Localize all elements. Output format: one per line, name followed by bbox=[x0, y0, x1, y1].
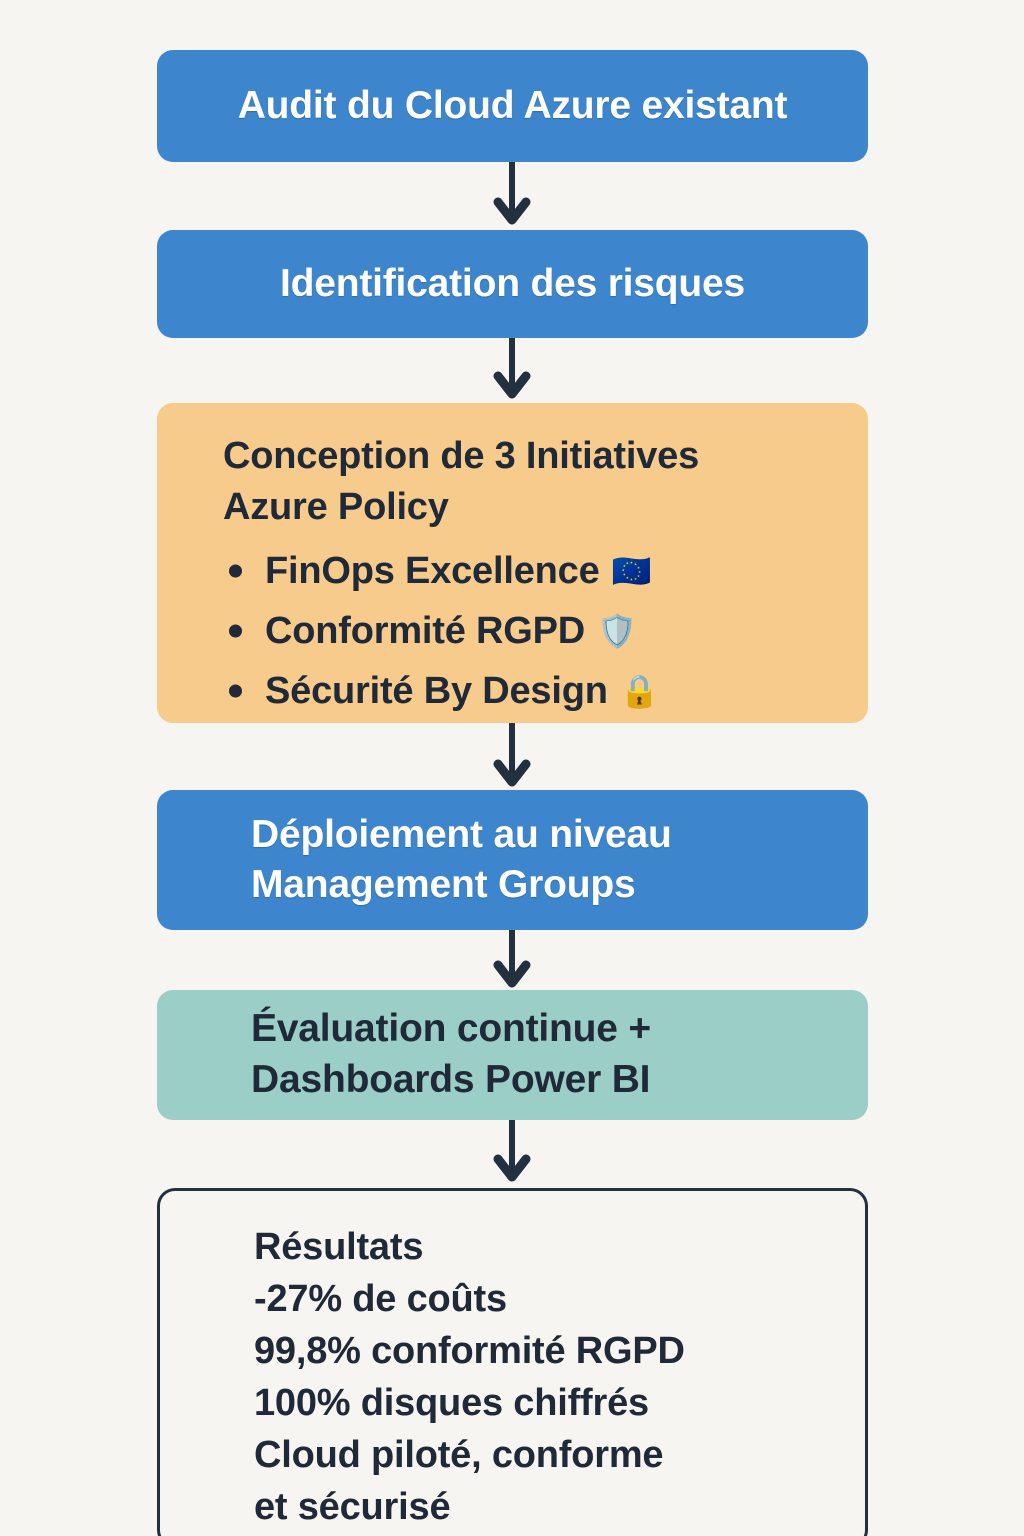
shield-icon: 🛡️ bbox=[597, 613, 637, 650]
flow-node-initiatives-title-line2: Azure Policy bbox=[223, 485, 449, 528]
list-item[interactable]: FinOps Excellence 🇪🇺 bbox=[223, 552, 828, 590]
flow-node-deploy-title-line2: Management Groups bbox=[251, 863, 636, 906]
result-line-disques: 100% disques chiffrés bbox=[254, 1382, 649, 1425]
bullet-label-rgpd: Conformité RGPD bbox=[265, 610, 586, 653]
initiatives-bullet-list: FinOps Excellence 🇪🇺 Conformité RGPD 🛡️ … bbox=[223, 552, 828, 732]
flow-node-risques[interactable]: Identification des risques bbox=[157, 230, 868, 338]
flow-node-deploy[interactable]: Déploiement au niveau Management Groups bbox=[157, 790, 868, 930]
flow-node-deploy-title-line1: Déploiement au niveau bbox=[251, 813, 672, 857]
list-item[interactable]: Sécurité By Design 🔒 bbox=[223, 672, 828, 710]
list-item[interactable]: Conformité RGPD 🛡️ bbox=[223, 612, 828, 650]
flow-node-evaluation[interactable]: Évaluation continue + Dashboards Power B… bbox=[157, 990, 868, 1120]
flow-node-resultats[interactable]: Résultats -27% de coûts 99,8% conformité… bbox=[157, 1188, 868, 1536]
flow-arrow-eval-to-resultats bbox=[0, 1120, 1024, 1188]
result-line-title: Résultats bbox=[254, 1226, 424, 1268]
result-line-cloud: Cloud piloté, conforme bbox=[254, 1434, 664, 1477]
lock-icon: 🔒 bbox=[619, 673, 660, 710]
flow-arrow-risques-to-initiatives bbox=[0, 338, 1024, 406]
flow-node-audit[interactable]: Audit du Cloud Azure existant bbox=[157, 50, 868, 162]
flow-node-audit-title: Audit du Cloud Azure existant bbox=[237, 84, 788, 128]
flow-node-risques-title: Identification des risques bbox=[279, 262, 746, 306]
bullet-label-securite: Sécurité By Design bbox=[265, 670, 608, 713]
flow-arrow-initiatives-to-deploy bbox=[0, 723, 1024, 793]
result-line-couts: -27% de coûts bbox=[254, 1278, 507, 1321]
result-line-rgpd: 99,8% conformité RGPD bbox=[254, 1330, 685, 1373]
flow-node-initiatives-title-line1: Conception de 3 Initiatives bbox=[223, 435, 700, 477]
flow-node-evaluation-title-line1: Évaluation continue + bbox=[251, 1007, 651, 1051]
flow-node-evaluation-title-line2: Dashboards Power BI bbox=[251, 1058, 651, 1101]
flow-arrow-audit-to-risques bbox=[0, 162, 1024, 230]
bullet-label-finops: FinOps Excellence bbox=[265, 550, 600, 593]
flow-arrow-deploy-to-eval bbox=[0, 930, 1024, 994]
eu-flag-icon: 🇪🇺 bbox=[611, 553, 652, 590]
result-line-securise: et sécurisé bbox=[254, 1486, 451, 1529]
flow-node-initiatives[interactable]: Conception de 3 Initiatives Azure Policy… bbox=[157, 403, 868, 723]
